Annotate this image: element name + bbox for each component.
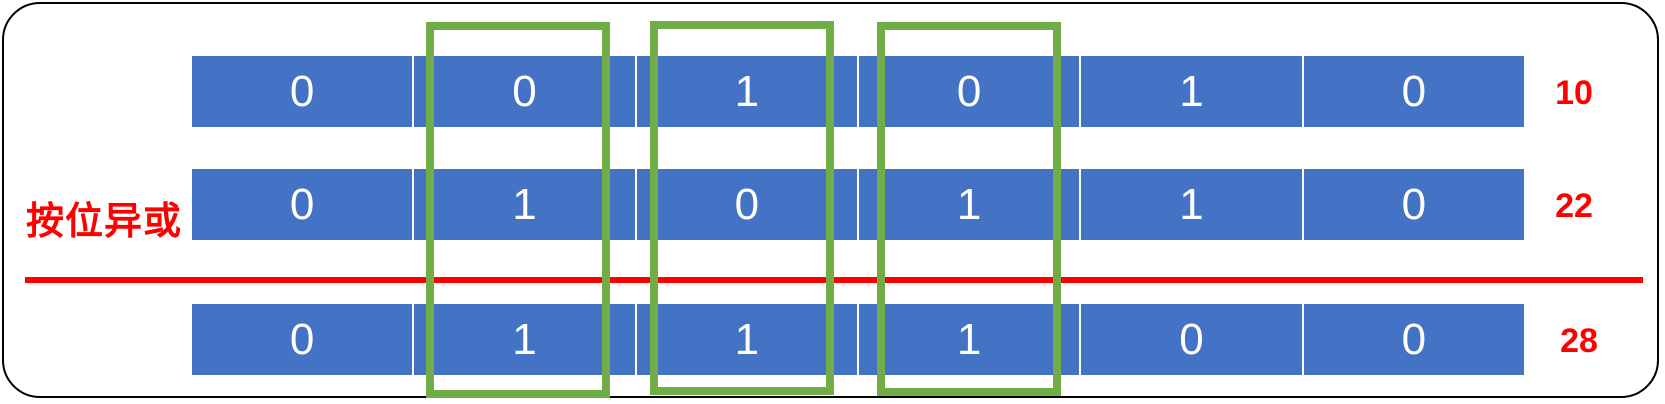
bit-cell: 0 <box>192 304 415 375</box>
decimal-value-result: 28 <box>1560 322 1598 360</box>
bit-cell: 0 <box>1081 304 1304 375</box>
bit-row-result: 0 1 1 1 0 0 <box>192 304 1524 375</box>
result-divider-line <box>25 277 1643 283</box>
bit-cell: 0 <box>1303 56 1524 127</box>
highlight-column-box <box>877 22 1061 396</box>
bit-cell: 0 <box>1303 169 1524 240</box>
bit-cell: 0 <box>414 56 637 127</box>
bit-cell: 0 <box>858 56 1082 127</box>
decimal-value-operand-1: 10 <box>1555 74 1593 112</box>
decimal-value-operand-2: 22 <box>1555 187 1593 225</box>
bit-cell: 0 <box>1303 304 1524 375</box>
bit-cell: 1 <box>1081 56 1304 127</box>
highlight-column-box <box>426 22 610 398</box>
bit-cell: 1 <box>858 304 1082 375</box>
operation-label: 按位异或 <box>26 201 183 243</box>
bit-cell: 1 <box>414 304 637 375</box>
bit-row-operand-1: 0 0 1 0 1 0 <box>192 56 1524 127</box>
bit-cell: 0 <box>192 56 415 127</box>
bit-cell: 0 <box>192 169 415 240</box>
bit-cell: 1 <box>636 304 859 375</box>
bit-cell: 1 <box>858 169 1082 240</box>
bit-cell: 0 <box>636 169 859 240</box>
highlight-column-box <box>650 21 834 395</box>
bit-cell: 1 <box>1081 169 1304 240</box>
bit-cell: 1 <box>636 56 859 127</box>
bit-row-operand-2: 0 1 0 1 1 0 <box>192 169 1524 240</box>
bit-cell: 1 <box>414 169 637 240</box>
